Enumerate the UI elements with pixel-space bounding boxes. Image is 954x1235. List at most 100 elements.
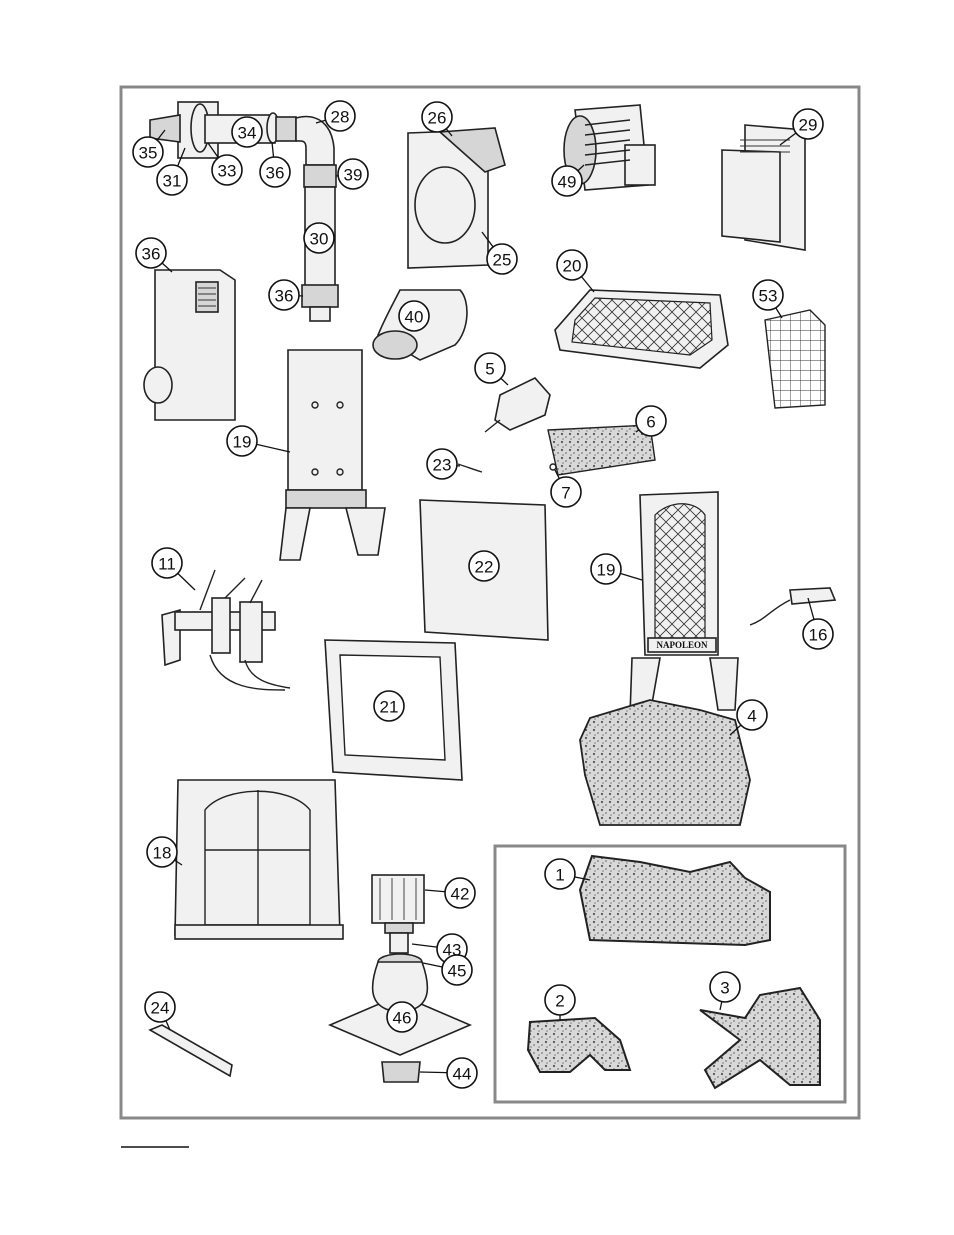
callout-label: 33 bbox=[218, 162, 237, 181]
callout-label: 19 bbox=[233, 433, 252, 452]
callout-c30: 30 bbox=[303, 222, 335, 254]
callout-c36b: 36 bbox=[268, 279, 300, 311]
callout-label: 36 bbox=[142, 245, 161, 264]
callout-label: 7 bbox=[561, 484, 570, 503]
callout-label: 11 bbox=[158, 555, 176, 574]
callout-label: 42 bbox=[451, 885, 470, 904]
callout-c1: 1 bbox=[544, 858, 576, 890]
callout-circle bbox=[303, 222, 335, 254]
inset-frame bbox=[493, 844, 847, 1104]
callout-circle bbox=[544, 858, 576, 890]
callout-c2: 2 bbox=[544, 984, 576, 1016]
front-door-drawing bbox=[174, 779, 344, 940]
callout-label: 29 bbox=[799, 116, 818, 135]
blower-drawing bbox=[563, 104, 656, 191]
callout-c4: 4 bbox=[736, 699, 768, 731]
callout-c45: 45 bbox=[441, 954, 473, 986]
grate-drawing bbox=[554, 289, 729, 369]
callout-c40: 40 bbox=[398, 300, 430, 332]
burner-drawing bbox=[547, 424, 656, 476]
callout-circle bbox=[426, 448, 458, 480]
brand-plate: NAPOLEON bbox=[656, 640, 708, 650]
callout-label: 5 bbox=[485, 360, 494, 379]
callout-c6: 6 bbox=[635, 405, 667, 437]
callout-label: 28 bbox=[331, 108, 350, 127]
callout-circle bbox=[259, 156, 291, 188]
callout-circle bbox=[421, 101, 453, 133]
callout-circle bbox=[551, 165, 583, 197]
callout-label: 16 bbox=[809, 626, 828, 645]
callout-circle bbox=[590, 553, 622, 585]
callout-label: 44 bbox=[453, 1065, 472, 1084]
callout-c25: 25 bbox=[486, 243, 518, 275]
callout-circle bbox=[132, 136, 164, 168]
callout-circle bbox=[135, 237, 167, 269]
callout-circle bbox=[324, 100, 356, 132]
callout-circle bbox=[441, 954, 473, 986]
side-panel-right-drawing bbox=[629, 491, 739, 716]
callout-label: 31 bbox=[163, 172, 182, 191]
callout-label: 35 bbox=[139, 144, 158, 163]
callout-circle bbox=[398, 300, 430, 332]
callout-c3: 3 bbox=[709, 971, 741, 1003]
callout-c5: 5 bbox=[474, 352, 506, 384]
callout-label: 22 bbox=[475, 558, 494, 577]
callout-c16: 16 bbox=[802, 618, 834, 650]
callout-c23: 23 bbox=[426, 448, 458, 480]
wire-screen-drawing bbox=[764, 309, 826, 409]
callout-circle bbox=[550, 476, 582, 508]
callout-circle bbox=[386, 1001, 418, 1033]
outer-frame bbox=[119, 85, 861, 1120]
callout-label: 4 bbox=[747, 707, 756, 726]
callout-label: 26 bbox=[428, 109, 447, 128]
callout-circle bbox=[211, 154, 243, 186]
callout-label: 21 bbox=[380, 698, 399, 717]
callout-c53: 53 bbox=[752, 279, 784, 311]
callout-circle bbox=[156, 164, 188, 196]
callout-c29: 29 bbox=[792, 108, 824, 140]
callout-c35: 35 bbox=[132, 136, 164, 168]
callout-c44: 44 bbox=[446, 1057, 478, 1089]
callout-circle bbox=[802, 618, 834, 650]
callout-label: 3 bbox=[720, 979, 729, 998]
callout-c7: 7 bbox=[550, 476, 582, 508]
callout-circle bbox=[144, 991, 176, 1023]
vent-hood-drawing bbox=[721, 124, 806, 251]
callout-label: 24 bbox=[151, 999, 170, 1018]
callout-label: 2 bbox=[555, 992, 564, 1011]
callout-circle bbox=[544, 984, 576, 1016]
callout-label: 36 bbox=[266, 164, 285, 183]
callout-c36a: 36 bbox=[259, 156, 291, 188]
callout-c24: 24 bbox=[144, 991, 176, 1023]
trim-bar-drawing bbox=[148, 1024, 233, 1078]
callout-circle bbox=[231, 116, 263, 148]
callout-label: 1 bbox=[555, 866, 564, 885]
callout-c36c: 36 bbox=[135, 237, 167, 269]
callout-circle bbox=[709, 971, 741, 1003]
callout-label: 49 bbox=[558, 173, 577, 192]
callout-circle bbox=[444, 877, 476, 909]
callout-label: 45 bbox=[448, 962, 467, 981]
callout-c33: 33 bbox=[211, 154, 243, 186]
callout-c42: 42 bbox=[444, 877, 476, 909]
callout-circle bbox=[556, 249, 588, 281]
log-set-drawing bbox=[579, 699, 751, 826]
callout-circle bbox=[736, 699, 768, 731]
pilot-assembly-drawing bbox=[161, 569, 291, 691]
vent-kit-drawing bbox=[149, 101, 339, 322]
callout-label: 23 bbox=[433, 456, 452, 475]
callout-c34: 34 bbox=[231, 116, 263, 148]
callout-c28: 28 bbox=[324, 100, 356, 132]
callout-c18: 18 bbox=[146, 836, 178, 868]
callout-circle bbox=[792, 108, 824, 140]
callout-c39: 39 bbox=[337, 158, 369, 190]
callout-circle bbox=[226, 425, 258, 457]
callout-label: 18 bbox=[153, 844, 172, 863]
callout-label: 25 bbox=[493, 251, 512, 270]
log-1-drawing bbox=[578, 854, 771, 947]
callout-c31: 31 bbox=[156, 164, 188, 196]
log-3-drawing bbox=[699, 986, 821, 1090]
callout-circle bbox=[337, 158, 369, 190]
thermocouple-drawing bbox=[457, 463, 483, 473]
